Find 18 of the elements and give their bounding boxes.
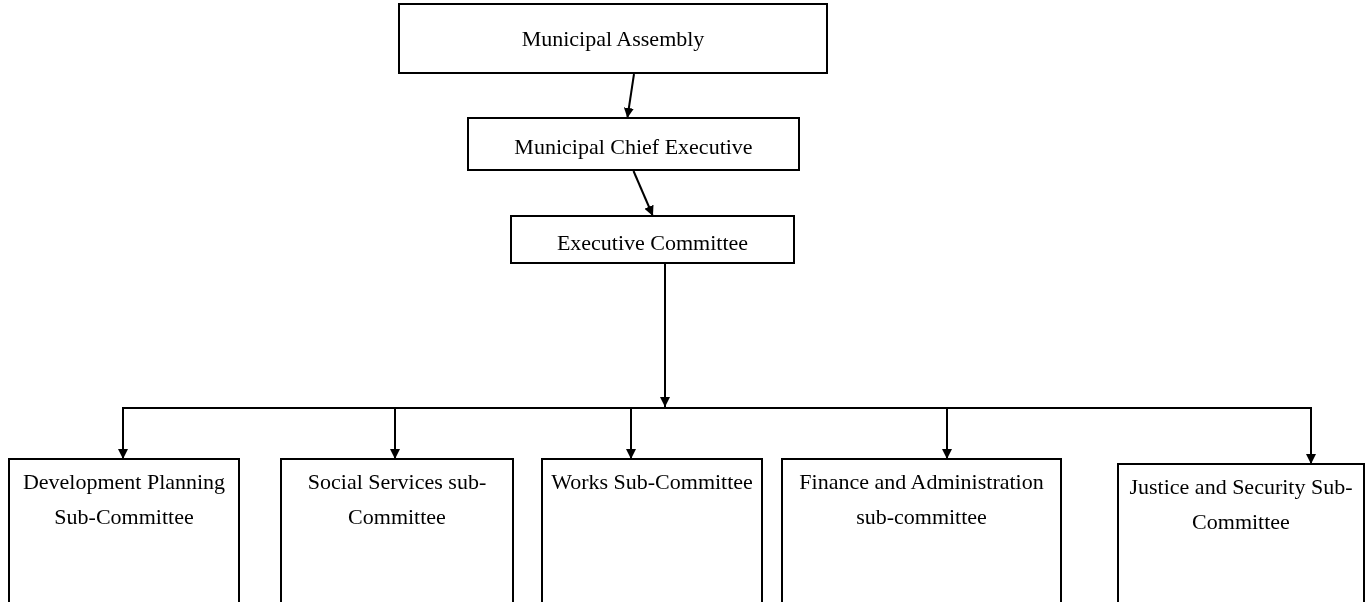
- org-box: [541, 458, 763, 602]
- org-box: [398, 3, 828, 74]
- box-label: Executive Committee: [555, 229, 750, 257]
- box-label: Development Planning Sub-Committee: [21, 468, 227, 531]
- org-box: [781, 458, 1062, 602]
- org-box: [1117, 463, 1365, 602]
- connector-arrow: [623, 73, 635, 118]
- org-box: [8, 458, 240, 602]
- org-box: [467, 117, 800, 171]
- org-box: [280, 458, 514, 602]
- box-label: Works Sub-Committee: [550, 468, 754, 496]
- box-label: Social Services sub-Committee: [306, 468, 488, 531]
- org-box: [510, 215, 795, 264]
- box-label: Finance and Administration sub-committee: [798, 468, 1045, 531]
- box-label: Justice and Security Sub-Committee: [1128, 473, 1354, 536]
- connector-arrow: [632, 170, 654, 216]
- box-label: Municipal Chief Executive: [513, 133, 754, 161]
- box-label: Municipal Assembly: [520, 25, 706, 53]
